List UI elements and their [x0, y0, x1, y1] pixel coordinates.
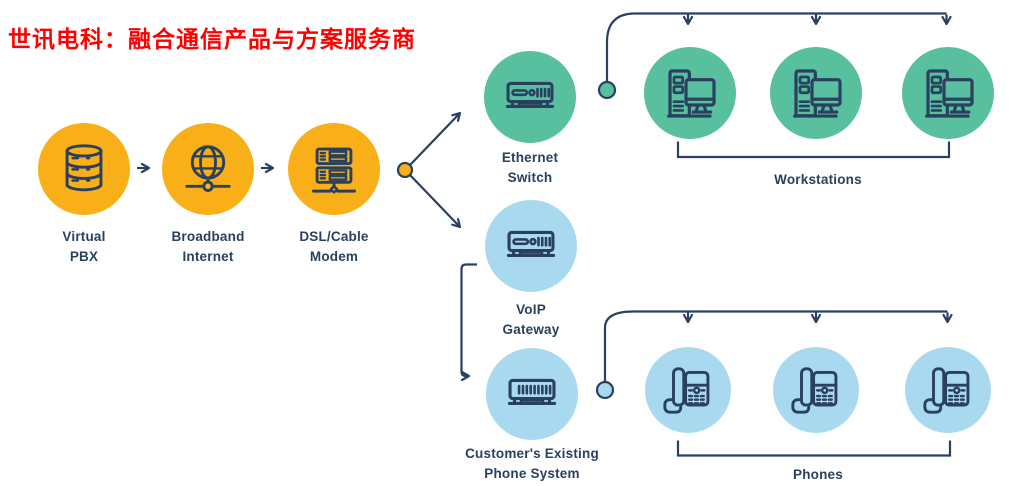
phone-node [773, 347, 859, 433]
label-ethernet-switch: Ethernet Switch [501, 150, 559, 185]
phones-junction-circle [595, 380, 615, 400]
label-broadband-internet: Broadband Internet [171, 229, 245, 264]
server-rack-icon [312, 147, 356, 194]
junction-dot [396, 161, 414, 179]
label-workstations: Workstations [774, 172, 862, 187]
workstation-node [644, 47, 736, 139]
desk-phone-icon [663, 367, 710, 414]
workstation-icon [667, 69, 716, 118]
phone-node [645, 347, 731, 433]
desk-phone-icon [791, 367, 838, 414]
node-voip-gateway [485, 200, 577, 292]
node-virtual-pbx [38, 123, 130, 215]
phone-system-device-icon [507, 378, 557, 405]
line-junction-to-switch [409, 111, 462, 166]
node-customer-phone-system [486, 348, 578, 440]
label-voip-gateway: VoIP Gateway [502, 302, 560, 337]
node-dsl-cable-modem [288, 123, 380, 215]
desk-phone-icon [923, 367, 970, 414]
workstations-junction-circle [597, 80, 617, 100]
gateway-device-icon [506, 230, 556, 257]
phones-bracket [676, 440, 952, 457]
workstations-bracket [676, 141, 951, 159]
workstation-icon [925, 69, 974, 118]
workstation-node [770, 47, 862, 139]
database-stack-icon [65, 144, 103, 192]
label-customer-phone-system: Customer's Existing Phone System [465, 446, 599, 481]
switch-device-icon [505, 81, 555, 108]
workstation-icon [793, 69, 842, 118]
phone-node [905, 347, 991, 433]
label-dsl-cable-modem: DSL/Cable Modem [299, 229, 369, 264]
label-virtual-pbx: Virtual PBX [62, 229, 106, 264]
line-junction-to-gateway [409, 174, 462, 229]
node-broadband-internet [162, 123, 254, 215]
globe-network-icon [185, 145, 231, 192]
workstation-node [902, 47, 994, 139]
node-ethernet-switch [484, 51, 576, 143]
page-title: 世讯电科：融合通信产品与方案服务商 [8, 26, 416, 52]
label-phones: Phones [793, 467, 843, 482]
